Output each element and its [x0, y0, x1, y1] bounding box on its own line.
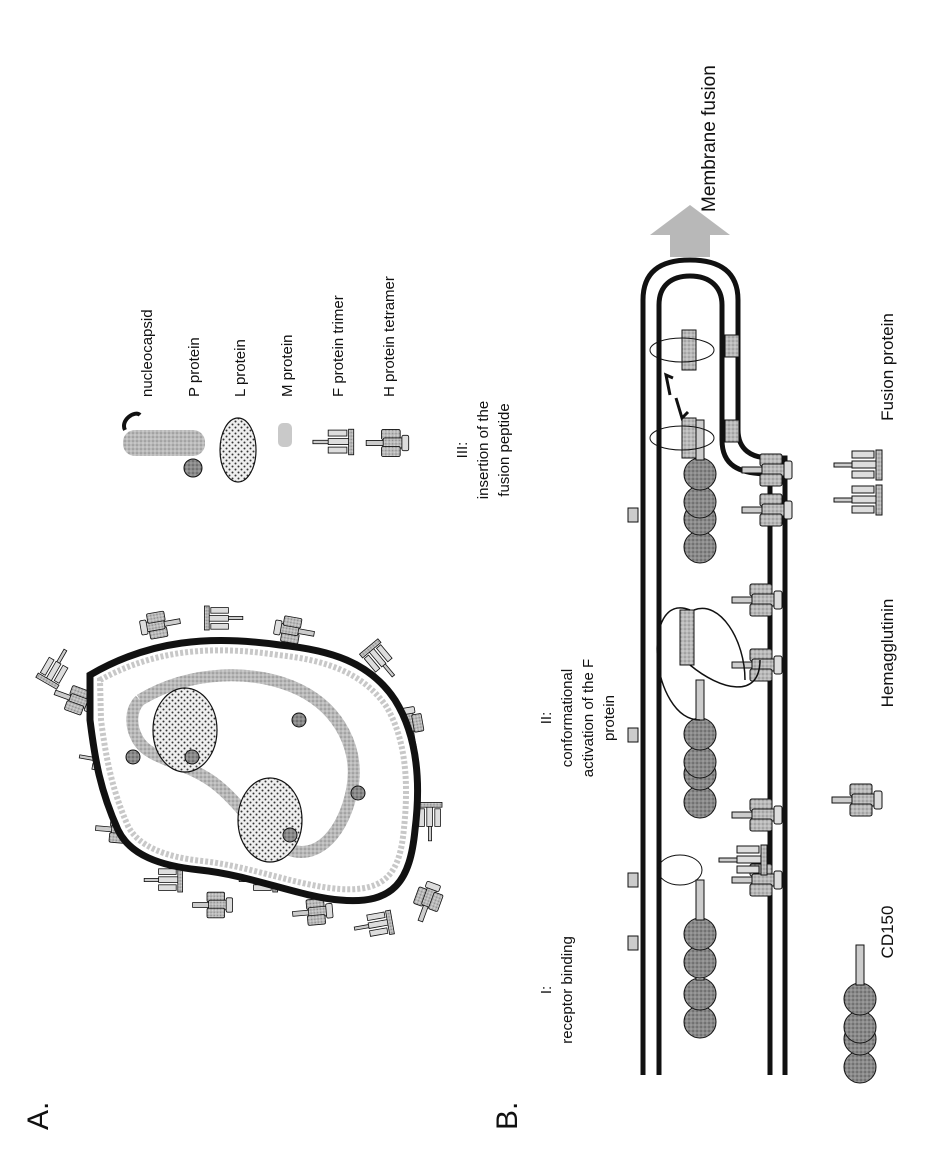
legend-label-h-protein: H protein tetramer [381, 276, 398, 397]
panel-b-key: CD150 Hemagglutinin Fusion protein [832, 313, 897, 1083]
svg-text:protein: protein [601, 695, 618, 741]
svg-text:activation of the F: activation of the F [580, 659, 597, 777]
fusion-protein-key-icon [834, 485, 882, 515]
h-protein-tetramer-icon [366, 429, 409, 456]
virion-p-protein [185, 750, 199, 764]
panel-a-label: A. [22, 1102, 55, 1130]
l-protein-icon [220, 418, 256, 482]
stage-2-complex [628, 584, 782, 818]
svg-text:III:: III: [454, 442, 471, 459]
legend-label-f-protein: F protein trimer [330, 295, 347, 397]
panel-a: A. [22, 276, 446, 1130]
p-protein-icon [184, 459, 202, 477]
legend-label-p-protein: P protein [186, 337, 203, 397]
stage-2-caption: II: conformational activation of the F p… [538, 659, 618, 777]
cd150-key-icon [844, 945, 876, 1043]
hemagglutinin-label: Hemagglutinin [878, 599, 897, 708]
stage-1-caption: I: receptor binding [538, 936, 576, 1044]
svg-text:I:: I: [538, 986, 555, 994]
panel-b-label: B. [491, 1102, 524, 1130]
hemagglutinin-key-icon [832, 784, 882, 816]
f-protein-trimer-icon [313, 429, 354, 455]
legend-label-m-protein: M protein [279, 334, 296, 397]
legend: nucleocapsid P protein L protein M prote… [123, 276, 409, 482]
cd150-label: CD150 [878, 906, 897, 959]
svg-text:insertion of the: insertion of the [475, 401, 492, 499]
virion-p-protein [292, 713, 306, 727]
legend-label-l-protein: L protein [232, 339, 249, 397]
legend-label-nucleocapsid: nucleocapsid [139, 309, 156, 397]
virion-l-protein [238, 778, 302, 862]
stage-3-caption: III: insertion of the fusion peptide [454, 401, 513, 499]
fusion-protein-label: Fusion protein [878, 313, 897, 421]
virion-p-protein [283, 828, 297, 842]
virion-p-protein [126, 750, 140, 764]
panel-b: B. I: receptor binding II: conformationa… [454, 65, 897, 1130]
virion-p-protein [351, 786, 365, 800]
fusion-protein-key-icon [834, 450, 882, 480]
svg-text:receptor binding: receptor binding [559, 936, 576, 1044]
virion-diagram [36, 606, 446, 940]
membrane-fusion-label: Membrane fusion [699, 65, 720, 212]
stage-1-complex [628, 799, 782, 1038]
m-protein-icon [278, 423, 292, 447]
svg-text:fusion peptide: fusion peptide [496, 403, 513, 496]
svg-text:conformational: conformational [559, 669, 576, 767]
svg-text:II:: II: [538, 712, 555, 725]
stage-3-complex [628, 330, 792, 563]
nucleocapsid-icon [123, 414, 205, 456]
